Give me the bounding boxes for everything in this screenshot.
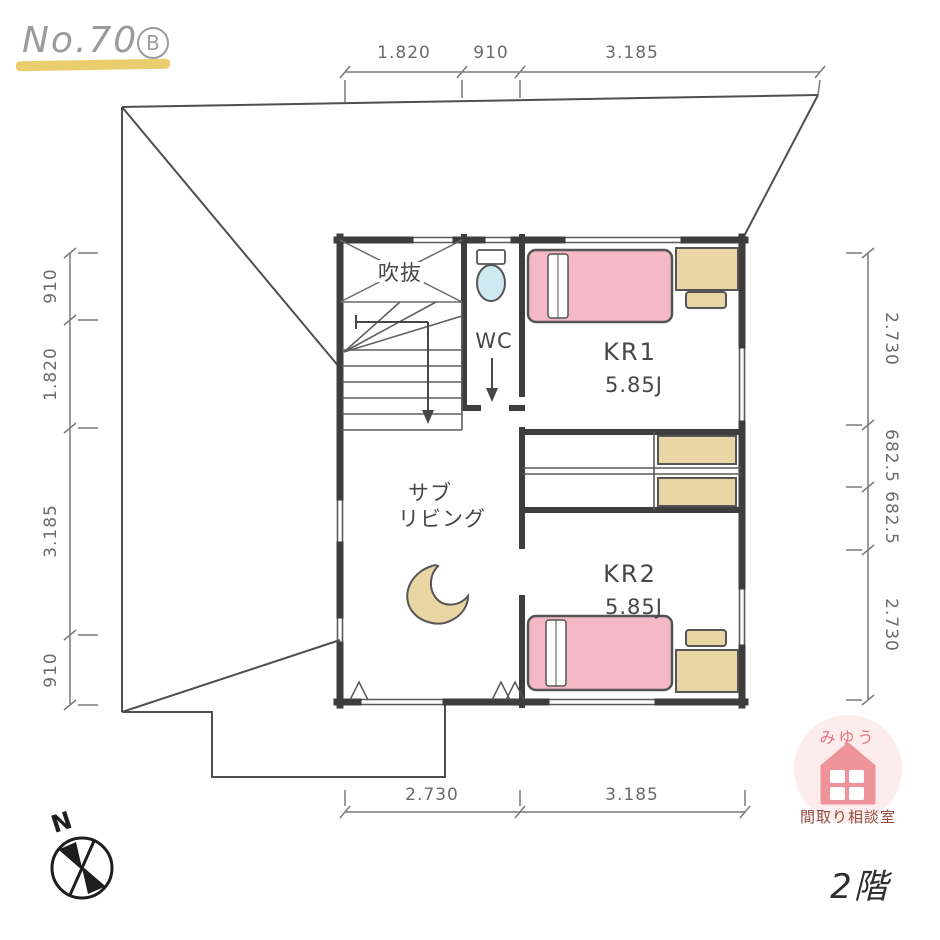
plan-number-header: No.70 B	[15, 20, 171, 72]
floor-label: 2階	[830, 867, 893, 907]
closet-shelf-kr2	[657, 477, 737, 507]
compass: N	[48, 806, 114, 900]
north-label: N	[48, 806, 76, 839]
kids-room-2: KR2 5.85J	[526, 560, 739, 693]
logo-badge: みゆう 間取り相談室	[794, 715, 902, 826]
sub-living-label-1: サブ	[408, 481, 452, 505]
kr1-name: KR1	[603, 338, 657, 366]
dim-left-4: 910	[41, 652, 61, 687]
toilet-icon	[476, 264, 506, 302]
logo-brand: みゆう	[819, 728, 876, 747]
dim-right-3: 682.5	[881, 491, 901, 545]
dimension-labels: 1.820 910 3.185 910 1.820 3.185 910 2.73…	[41, 43, 901, 805]
variant-circle	[137, 27, 169, 59]
closet-detail-lines	[340, 429, 742, 510]
stairs	[342, 301, 463, 430]
kids-room-1: KR1 5.85J	[526, 247, 739, 397]
wc-label: WC	[475, 329, 512, 353]
plant-marks	[349, 680, 525, 701]
header-underline	[15, 58, 171, 72]
dim-bottom-1: 2.730	[405, 785, 459, 805]
dim-right-4: 2.730	[881, 598, 901, 652]
kr2-name: KR2	[603, 560, 657, 588]
desk-kr1	[675, 247, 739, 291]
dim-bottom-2: 3.185	[605, 785, 659, 805]
dim-top-3: 3.185	[605, 43, 659, 63]
chair-kr2	[685, 629, 727, 647]
desk-kr2	[675, 649, 739, 693]
void-area: 吹抜	[339, 239, 463, 303]
chair-kr1	[685, 291, 727, 309]
toilet-tank	[476, 249, 506, 265]
sub-living: サブ リビング	[349, 481, 525, 701]
dimension-lines	[63, 65, 875, 819]
sub-living-label-2: リビング	[398, 507, 486, 531]
closet-shelf-kr1	[657, 435, 737, 465]
dim-top-2: 910	[473, 43, 508, 63]
logo-house-windows	[830, 770, 864, 800]
interior-walls	[461, 234, 745, 708]
dim-left-3: 3.185	[41, 504, 61, 558]
closets	[657, 435, 737, 507]
dim-left-1: 910	[41, 268, 61, 303]
wc-area: WC	[475, 249, 512, 402]
kr1-size: 5.85J	[605, 373, 663, 397]
dim-top-1: 1.820	[377, 43, 431, 63]
plan-number: No.70	[22, 20, 138, 61]
logo-title: 間取り相談室	[800, 808, 896, 826]
plan-variant: B	[146, 31, 160, 55]
void-label: 吹抜	[378, 261, 422, 285]
dim-right-1: 2.730	[881, 312, 901, 366]
dim-left-2: 1.820	[41, 347, 61, 401]
beanbag-chair	[406, 564, 470, 625]
kr2-size: 5.85J	[605, 595, 663, 619]
compass-needle-icon	[60, 842, 82, 868]
outer-walls	[333, 233, 749, 709]
stairs-direction-arrow	[355, 315, 429, 412]
dim-right-2: 682.5	[881, 429, 901, 483]
roof-outline	[121, 94, 819, 778]
